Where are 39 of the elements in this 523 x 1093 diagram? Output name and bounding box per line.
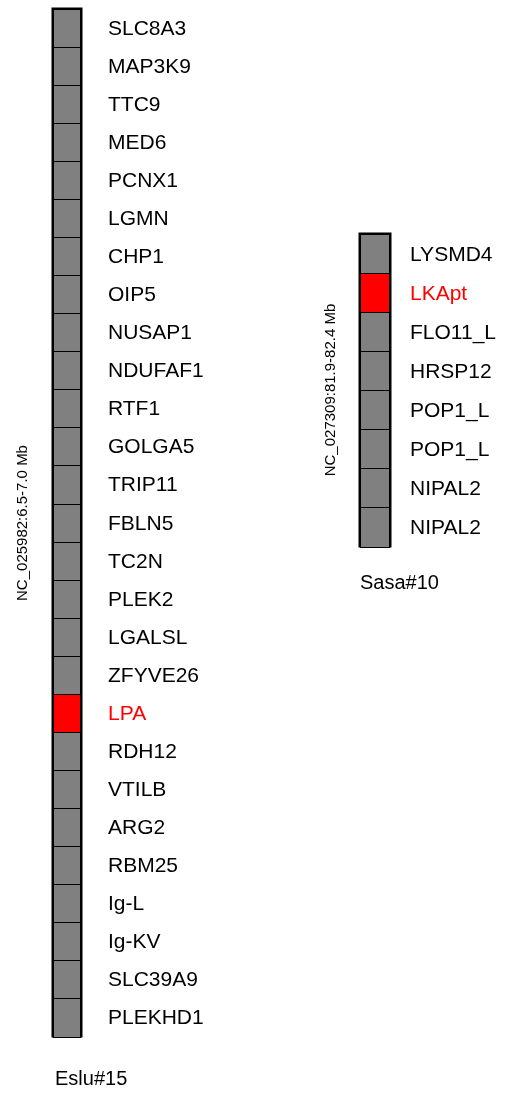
gene-label: LKApt xyxy=(410,280,468,305)
gene-label: NDUFAF1 xyxy=(108,358,204,383)
gene-label: PLEKHD1 xyxy=(108,1005,204,1030)
region-label: NC_025982:6.5-7.0 Mb xyxy=(13,444,31,601)
gene-label: VTILB xyxy=(108,776,167,801)
chromosome-label: Sasa#10 xyxy=(360,570,439,594)
gene-label: LGMN xyxy=(108,206,169,231)
gene-label: MAP3K9 xyxy=(108,54,191,79)
gene-label: SLC39A9 xyxy=(108,967,198,991)
gene-label: TRIP11 xyxy=(108,472,178,497)
gene-label: GOLGA5 xyxy=(108,434,195,459)
gene-label: Ig-L xyxy=(108,890,145,915)
gene-label: LYSMD4 xyxy=(410,241,493,266)
gene-label: ZFYVE26 xyxy=(108,662,200,687)
gene-label: ARG2 xyxy=(108,814,166,839)
gene-label: Ig-KV xyxy=(108,928,161,953)
gene-label: SLC8A3 xyxy=(108,16,187,40)
gene-label: LGALSL xyxy=(108,624,188,649)
gene-label: LPA xyxy=(108,700,147,725)
gene-label: RBM25 xyxy=(108,852,179,877)
gene-label: POP1_L xyxy=(410,397,490,422)
gene-label: PCNX1 xyxy=(108,168,179,193)
region-label: NC_027309:81.9-82.4 Mb xyxy=(321,303,339,477)
chromosome-label: Eslu#15 xyxy=(55,1066,128,1090)
gene-label: NIPAL2 xyxy=(410,514,481,539)
gene-label: NIPAL2 xyxy=(410,475,481,500)
gene-label: CHP1 xyxy=(108,244,165,269)
gene-label: POP1_L xyxy=(410,436,490,461)
gene-label: MED6 xyxy=(108,130,167,155)
gene-label: PLEK2 xyxy=(108,586,174,611)
gene-label: RDH12 xyxy=(108,738,177,763)
gene-label: TC2N xyxy=(108,548,163,573)
gene-label: FLO11_L xyxy=(410,319,496,344)
gene-label: FBLN5 xyxy=(108,510,174,535)
gene-label: NUSAP1 xyxy=(108,320,193,345)
gene-label: HRSP12 xyxy=(410,358,492,383)
gene-label: TTC9 xyxy=(108,92,161,117)
gene-label: RTF1 xyxy=(108,396,161,421)
gene-label: OIP5 xyxy=(108,282,156,307)
